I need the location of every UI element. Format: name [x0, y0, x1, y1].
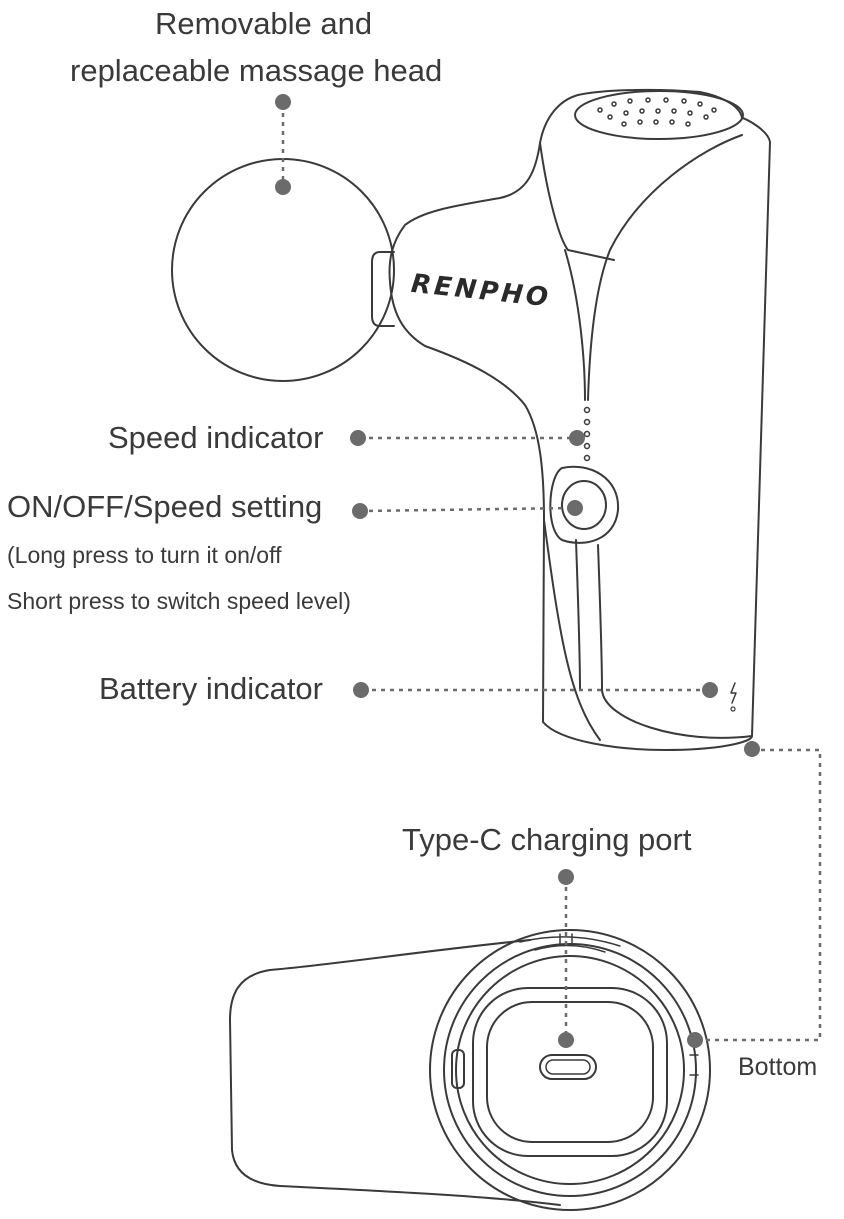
label-power-note-line1: (Long press to turn it on/off	[7, 542, 282, 568]
callout-dot	[275, 94, 291, 110]
massage-gun-side-view	[171, 88, 771, 751]
callout-dot	[702, 682, 718, 698]
callout-dot	[275, 179, 291, 195]
callout-dots	[275, 94, 760, 1048]
gun-body-outline	[388, 88, 771, 751]
label-charging-port: Type-C charging port	[402, 822, 692, 857]
callout-dot	[558, 869, 574, 885]
power-button[interactable]	[549, 465, 620, 544]
callout-dot	[687, 1032, 703, 1048]
massage-gun-bottom-view	[229, 929, 711, 1211]
label-bottom: Bottom	[738, 1053, 818, 1081]
bottom-base-outer	[429, 929, 711, 1211]
bottom-view-handle	[229, 939, 561, 1206]
label-power-button: ON/OFF/Speed setting	[7, 489, 323, 524]
callout-dot	[569, 430, 585, 446]
label-massage-head-line1: Removable and	[155, 6, 373, 41]
brand-logo: RENPHO	[410, 269, 553, 314]
head-connector	[371, 251, 395, 327]
callout-dot	[744, 741, 760, 757]
label-massage-head-line2: replaceable massage head	[70, 53, 443, 88]
type-c-port[interactable]	[539, 1054, 597, 1080]
label-speed-indicator: Speed indicator	[108, 420, 324, 455]
speed-indicator-leds	[583, 406, 591, 462]
label-battery-indicator: Battery indicator	[99, 671, 323, 706]
callout-dot	[353, 682, 369, 698]
top-vent	[574, 90, 744, 140]
callout-dot	[558, 1032, 574, 1048]
callout-dot	[352, 503, 368, 519]
callout-dot	[567, 500, 583, 516]
callout-dot	[350, 430, 366, 446]
side-slot	[451, 1049, 465, 1089]
battery-indicator-icon	[730, 682, 737, 704]
bottom-base-pad	[472, 987, 668, 1157]
label-power-note-line2: Short press to switch speed level)	[7, 588, 351, 614]
